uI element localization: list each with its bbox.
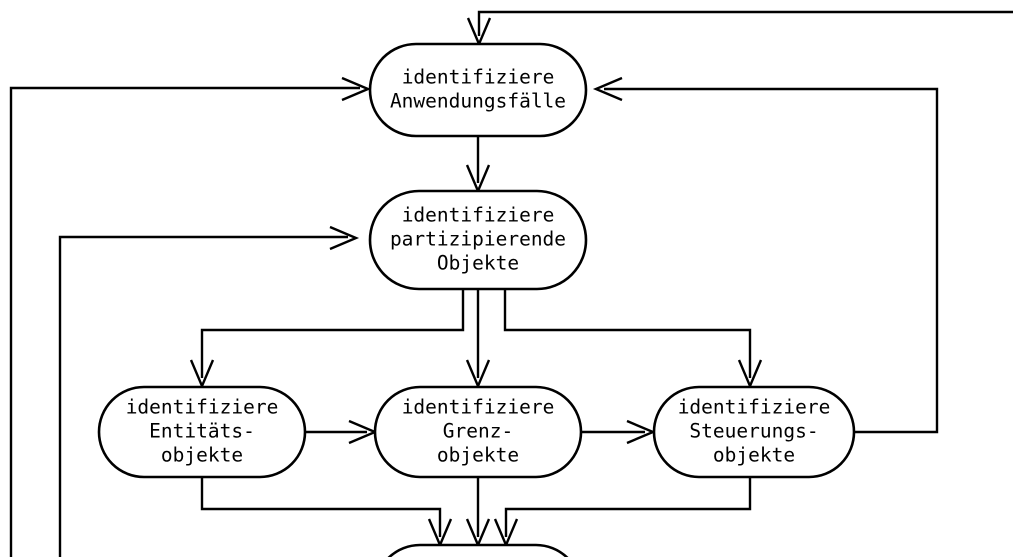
node-label-line: identifiziere	[402, 66, 555, 89]
edge-anwendungsfaelle-to-partizipierende	[465, 136, 491, 195]
node-shape	[97, 385, 307, 479]
node-label-line: identifiziere	[678, 396, 831, 419]
edge-top-return-to-anwendungsfaelle	[466, 10, 1013, 48]
arrow-head-icon	[592, 76, 623, 102]
edge-partizipierende-to-entitaets	[189, 289, 465, 390]
edge-entitaets-to-bottom	[200, 477, 453, 549]
edge-line	[604, 87, 939, 434]
edge-entitaets-to-grenz	[305, 419, 379, 445]
edge-steuerungs-to-bottom	[493, 477, 752, 549]
node-shape	[387, 543, 569, 557]
arrow-head-icon	[341, 76, 372, 102]
node-label-line: Grenz-	[443, 420, 513, 443]
node-label-line: Objekte	[437, 252, 519, 275]
node-label-line: identifiziere	[402, 204, 555, 227]
node-label-line: objekte	[713, 444, 795, 467]
arrow-head-icon	[329, 225, 360, 251]
node-label-line: Entitäts-	[149, 420, 255, 443]
edge-line	[200, 289, 465, 378]
node-shape	[368, 42, 588, 138]
node-label-line: objekte	[161, 444, 243, 467]
node-bottom-node-cropped[interactable]	[375, 543, 581, 557]
node-label-line: Steuerungs-	[689, 420, 818, 443]
edge-line	[200, 477, 442, 537]
edge-line	[504, 477, 752, 537]
edge-left-outer-to-anwendungsfaelle	[9, 76, 372, 557]
node-label-line: partizipierende	[390, 228, 566, 251]
node-shape	[368, 189, 588, 291]
nodes-layer: identifiziereAnwendungsfälleidentifizier…	[97, 42, 856, 557]
node-label-line: Anwendungsfälle	[390, 90, 566, 113]
edge-grenz-to-bottom	[465, 477, 491, 549]
edge-partizipierende-to-grenz	[465, 289, 491, 390]
edge-right-inner-to-anwendungsfaelle	[592, 76, 939, 434]
edge-line	[9, 86, 360, 557]
node-label-line: identifiziere	[402, 396, 555, 419]
edge-line	[503, 289, 752, 378]
edge-grenz-to-steuerungs	[581, 419, 657, 445]
edge-partizipierende-to-steuerungs	[503, 289, 763, 390]
edge-line	[58, 235, 348, 557]
node-shape	[373, 385, 583, 479]
edge-line	[477, 10, 1013, 36]
node-shape	[652, 385, 856, 479]
node-label-line: objekte	[437, 444, 519, 467]
node-label-line: identifiziere	[126, 396, 279, 419]
edge-left-inner-to-partizipierende	[58, 225, 360, 557]
edges-layer	[9, 10, 1013, 557]
